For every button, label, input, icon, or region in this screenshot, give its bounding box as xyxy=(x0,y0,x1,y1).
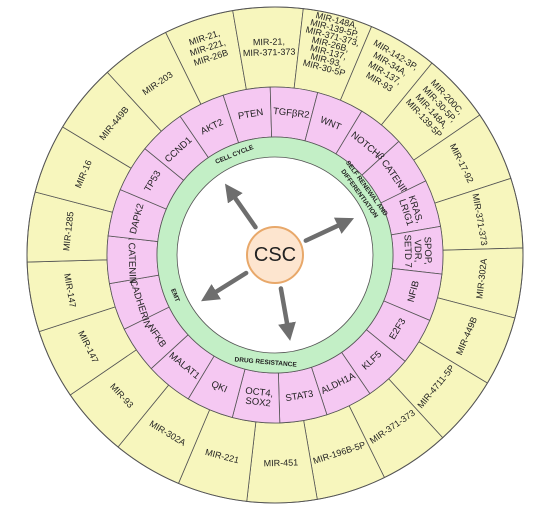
csc-arrow xyxy=(303,217,355,243)
middle-segment-label: NFIB xyxy=(406,280,422,304)
outer-ring-mirna: MIR-21,MIR-221,MIR-26B MIR-21,MIR-371-373… xyxy=(26,6,524,504)
csc-center-node: CSC xyxy=(246,226,304,284)
outer-border xyxy=(26,6,524,504)
csc-arrows xyxy=(201,183,355,341)
middle-segment-label: STAT3 xyxy=(285,389,315,405)
outer-segment-label: MIR-21,MIR-371-373 xyxy=(243,36,296,58)
csc-center-label: CSC xyxy=(254,244,296,266)
outer-segment-label: MIR-21,MIR-221,MIR-26B xyxy=(185,27,230,68)
outer-segment-label: MIR-302A xyxy=(474,258,489,299)
middle-segment-label: α CATENIN xyxy=(125,234,137,284)
middle-segment-label: OCT4,SOX2 xyxy=(244,386,274,410)
outer-segment-label: MIR-451 xyxy=(264,457,299,468)
csc-arrow xyxy=(224,183,258,230)
process-label: EMT xyxy=(169,288,181,303)
outer-segment-label: MIR-1285 xyxy=(61,211,75,251)
middle-segment-label: TGFβR2 xyxy=(272,106,310,121)
middle-segment-label: SPOP,VDR,SETD 7 xyxy=(401,234,433,268)
middle-segment-label: PTEN xyxy=(237,107,264,122)
csc-center-circle xyxy=(246,226,304,284)
csc-arrow xyxy=(278,286,296,341)
csc-arrow xyxy=(201,270,249,302)
